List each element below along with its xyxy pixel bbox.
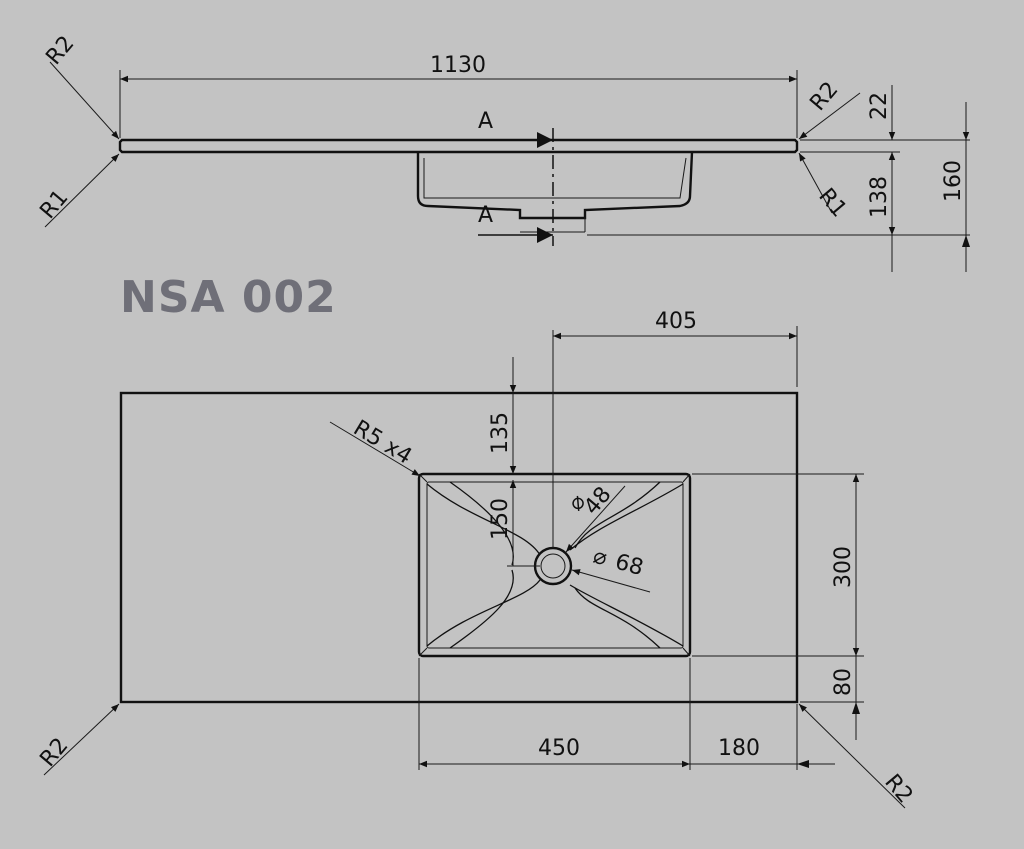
radius-plan-bottom-left: R2 xyxy=(35,733,73,772)
plan-basin-outer xyxy=(417,472,692,658)
dim-d68: 68 xyxy=(612,550,646,581)
drain-outer-circle xyxy=(533,546,573,586)
plan-countertop-outline xyxy=(119,391,799,704)
leader-r2-bottom-left xyxy=(43,703,120,776)
side-basin-outline xyxy=(416,151,694,220)
leader-d48 xyxy=(565,485,626,553)
basin-slope-lines xyxy=(426,481,684,649)
basin-corner-tl xyxy=(418,473,428,483)
dim-160: 160 xyxy=(941,160,966,202)
dim-d68-symbol: ⌀ xyxy=(590,544,609,572)
plan-basin-inner xyxy=(426,481,684,649)
leader-r2-bottom-right xyxy=(798,703,906,809)
dim-180-arrow xyxy=(797,760,809,768)
dim-1130: 1130 xyxy=(430,53,486,78)
side-basin-inner-line xyxy=(423,157,687,199)
section-mark-bottom: A xyxy=(478,203,493,228)
drawing-title: NSA 002 xyxy=(120,272,337,323)
radius-bottom-left: R1 xyxy=(35,185,73,224)
leader-r2-top-right xyxy=(798,92,861,140)
leader-r1-bottom-right xyxy=(798,152,833,214)
dim-d48: 48 xyxy=(579,482,616,520)
dim-138: 138 xyxy=(867,176,892,218)
radius-top-left: R2 xyxy=(41,31,79,70)
dim-160-arrow-bottom xyxy=(962,235,970,247)
dim-80: 80 xyxy=(831,668,856,696)
basin-corner-br xyxy=(682,647,691,657)
dim-180: 180 xyxy=(718,736,760,761)
radius-plan-bottom-right: R2 xyxy=(879,770,917,809)
dim-405: 405 xyxy=(655,309,697,334)
basin-corner-tr xyxy=(682,473,691,483)
dim-150: 150 xyxy=(488,498,513,540)
dim-300: 300 xyxy=(831,546,856,588)
section-mark-top: A xyxy=(478,109,493,134)
leader-r1-bottom-left xyxy=(44,153,120,228)
drain-inner-circle xyxy=(540,553,566,579)
basin-corner-bl xyxy=(418,647,428,657)
side-view: A A 1130 R2 R1 R2 R1 22 138 160 xyxy=(35,31,970,272)
radius-r5-x4: R5 x4 xyxy=(349,416,416,470)
leader-r2-top-left xyxy=(49,61,120,140)
leader-r5 xyxy=(329,421,421,477)
dim-80-arrow xyxy=(852,702,860,714)
dim-450: 450 xyxy=(538,736,580,761)
side-slab-outline xyxy=(118,138,799,154)
plan-view: 405 135 150 R5 x4 ⌀ 48 ⌀ 68 300 80 450 xyxy=(35,309,917,809)
dim-22: 22 xyxy=(867,92,892,120)
dim-135: 135 xyxy=(488,412,513,454)
leader-d68 xyxy=(571,569,651,593)
